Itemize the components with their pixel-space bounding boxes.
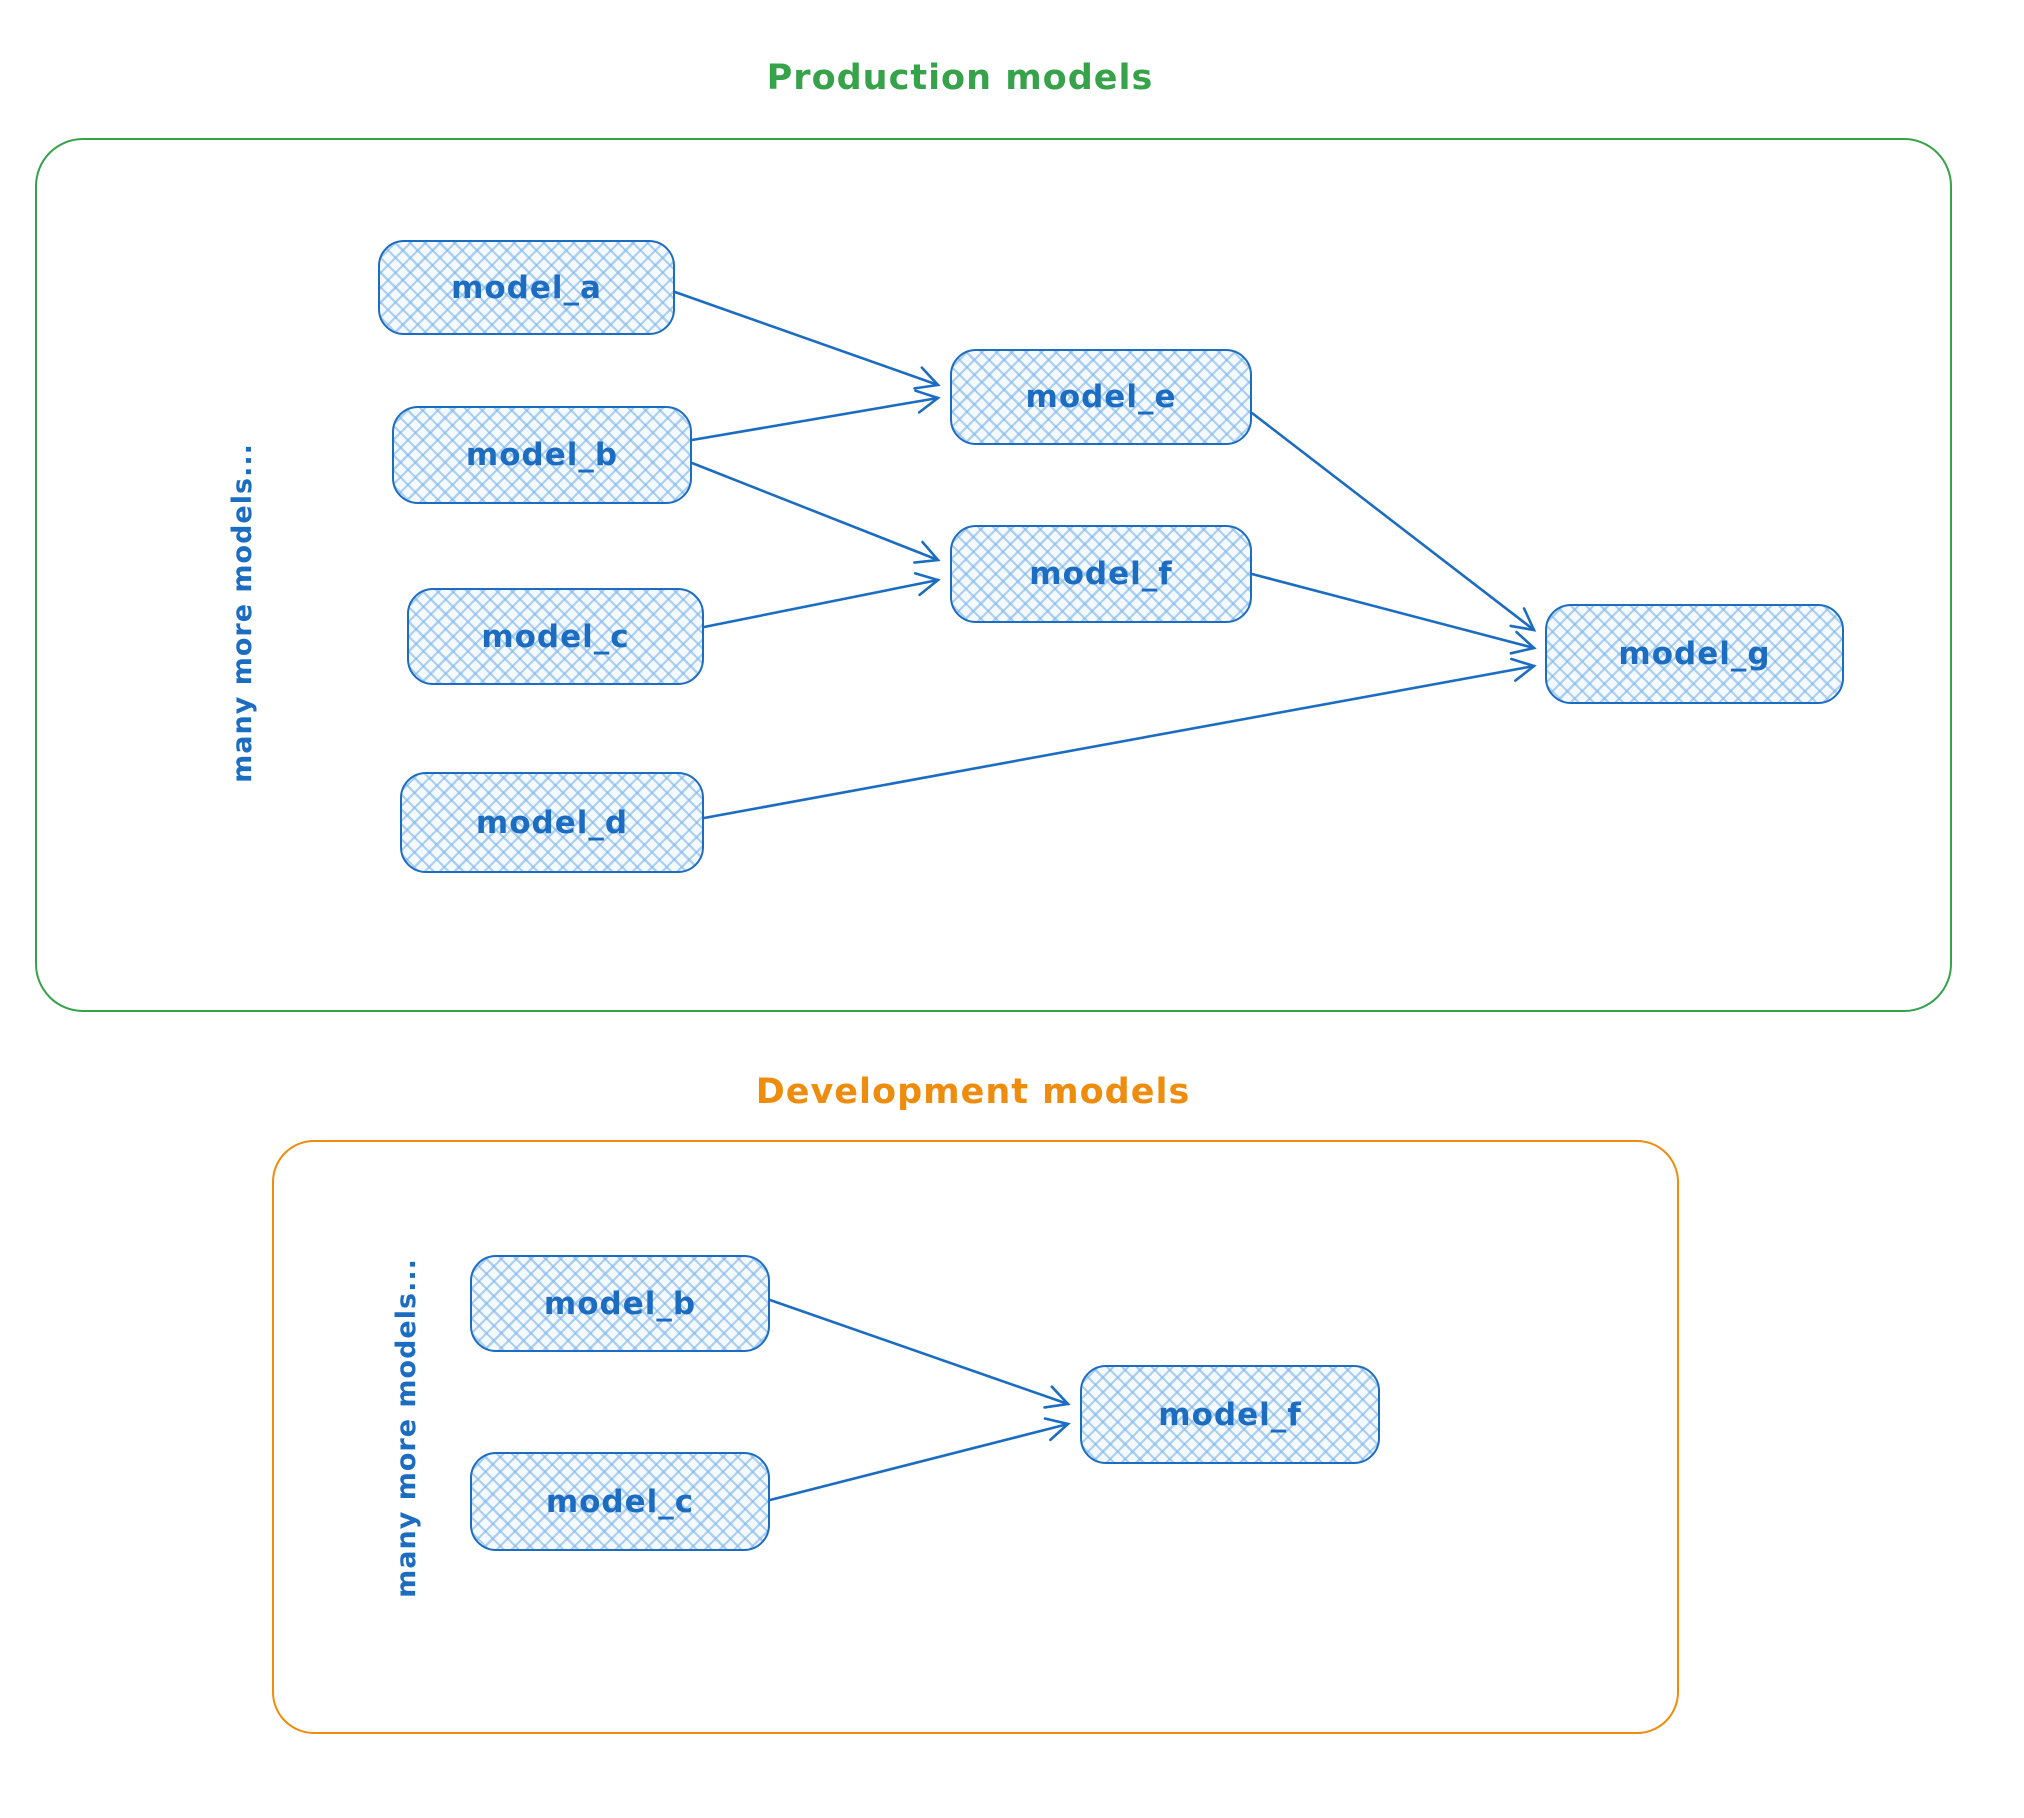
- node-label: model_e: [1025, 379, 1177, 415]
- node-label: model_b: [465, 437, 619, 473]
- node-production-model-f: model_f: [950, 525, 1252, 623]
- node-development-model-b: model_b: [470, 1255, 770, 1352]
- node-label: model_f: [1029, 556, 1173, 592]
- production-side-note: many more models...: [226, 443, 258, 783]
- node-production-model-g: model_g: [1545, 604, 1844, 704]
- node-development-model-f: model_f: [1080, 1365, 1380, 1464]
- development-container: [272, 1140, 1679, 1734]
- node-production-model-c: model_c: [407, 588, 704, 685]
- node-label: model_b: [543, 1285, 697, 1322]
- node-label: model_g: [1618, 636, 1771, 672]
- production-title: Production models: [766, 58, 1154, 98]
- node-production-model-e: model_e: [950, 349, 1252, 445]
- node-label: model_d: [475, 804, 629, 841]
- development-side-note: many more models...: [390, 1258, 422, 1598]
- node-label: model_c: [545, 1483, 695, 1520]
- node-production-model-b: model_b: [392, 406, 692, 504]
- node-production-model-a: model_a: [378, 240, 675, 335]
- node-label: model_c: [481, 618, 630, 655]
- node-development-model-c: model_c: [470, 1452, 770, 1551]
- node-production-model-d: model_d: [400, 772, 704, 873]
- development-title: Development models: [755, 1072, 1191, 1112]
- production-container: [35, 138, 1952, 1012]
- node-label: model_f: [1158, 1396, 1302, 1433]
- node-label: model_a: [451, 269, 602, 306]
